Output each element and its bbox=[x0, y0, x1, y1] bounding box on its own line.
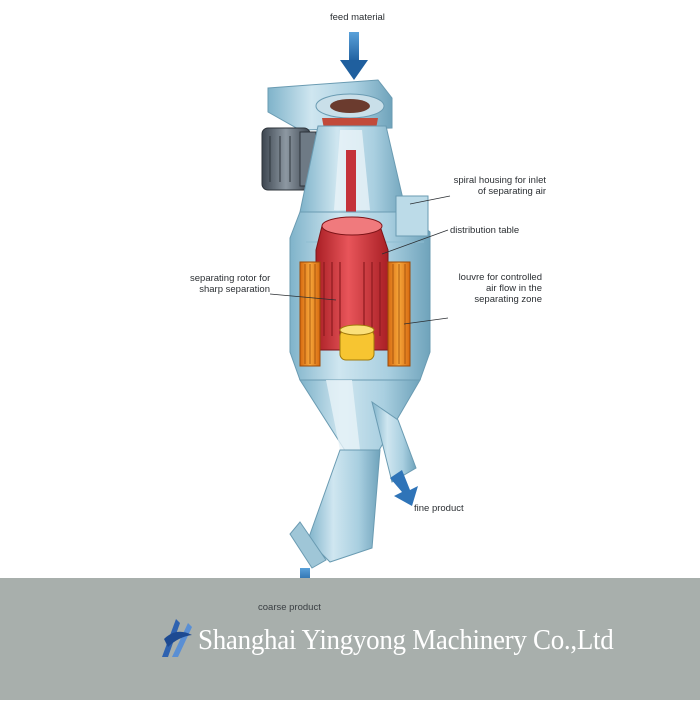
leader-lines bbox=[269, 195, 451, 325]
company-footer-bar bbox=[0, 578, 700, 700]
label-feed-material: feed material bbox=[330, 12, 385, 23]
label-fine-product: fine product bbox=[414, 503, 464, 514]
label-distribution-table: distribution table bbox=[450, 225, 520, 236]
fine-product-arrow bbox=[390, 470, 418, 506]
louvre bbox=[299, 261, 411, 367]
lower-cone bbox=[289, 379, 421, 569]
label-spiral-housing: spiral housing for inlet of separating a… bbox=[453, 175, 546, 197]
label-louvre: louvre for controlled air flow in the se… bbox=[458, 272, 542, 305]
label-separating-rotor: separating rotor for sharp separation bbox=[190, 273, 271, 295]
company-logo bbox=[162, 619, 192, 657]
inner-cone bbox=[339, 324, 375, 361]
feed-arrow bbox=[340, 32, 368, 80]
company-name: Shanghai Yingyong Machinery Co.,Ltd bbox=[198, 624, 614, 656]
separating-rotor bbox=[315, 216, 389, 351]
label-coarse-product: coarse product bbox=[258, 602, 321, 613]
